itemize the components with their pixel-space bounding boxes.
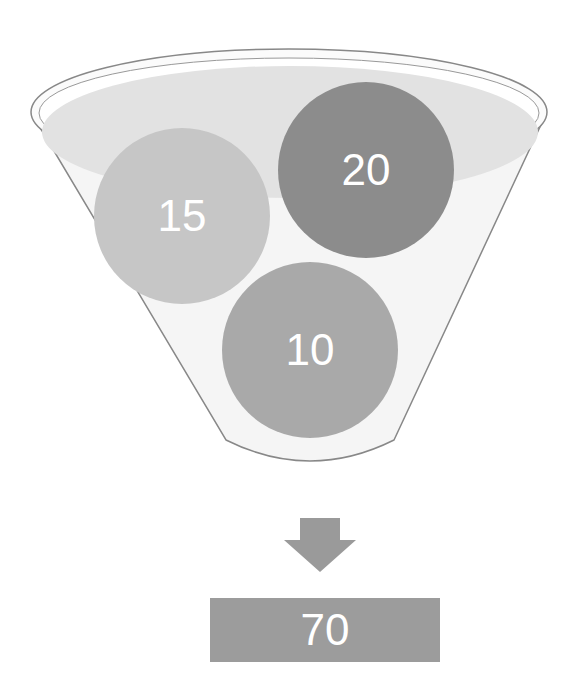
value-label: 10 (286, 325, 335, 375)
value-label: 15 (158, 191, 207, 241)
value-label: 20 (342, 145, 391, 195)
down-arrow (284, 518, 356, 572)
ingredient-circle: 20 (278, 82, 454, 258)
ingredient-circle: 10 (222, 262, 398, 438)
ingredient-circle: 15 (94, 128, 270, 304)
result-box: 70 (210, 598, 440, 662)
value-label: 70 (301, 605, 350, 655)
